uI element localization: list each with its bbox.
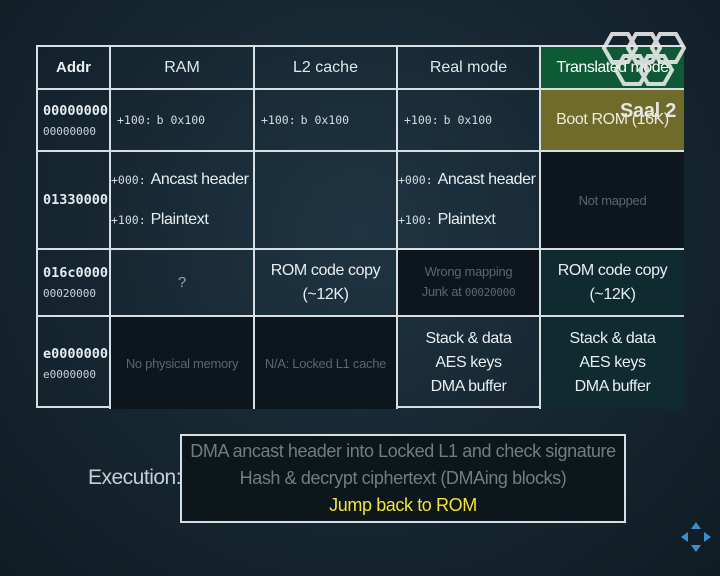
- execution-step-3: Jump back to ROM: [329, 495, 477, 515]
- real-row-3: Wrong mapping Junk at 00020000: [398, 250, 541, 317]
- ram-row-3: ?: [111, 250, 255, 317]
- addr-row-4: e0000000 e0000000: [38, 317, 111, 409]
- l2-row-4: N/A: Locked L1 cache: [255, 317, 398, 409]
- addr-row-2: 01330000: [38, 152, 111, 250]
- translated-row-4: Stack & data AES keys DMA buffer: [541, 317, 684, 409]
- ram-row-2: +000:Ancast header +100:Plaintext: [111, 152, 255, 250]
- navigation-arrows-icon[interactable]: [679, 520, 713, 554]
- real-row-1: +100:b 0x100: [398, 90, 541, 152]
- boot-rom-label: Boot ROM (16K): [556, 111, 669, 128]
- addr-physical: 00000000: [43, 124, 96, 138]
- execution-step-1: DMA ancast header into Locked L1 and che…: [190, 441, 616, 461]
- header-l2-cache: L2 cache: [255, 47, 398, 90]
- unknown-marker: ?: [177, 274, 187, 291]
- addr-physical: e0000000: [43, 367, 96, 381]
- l2-row-2: [255, 152, 398, 250]
- saal-label: Saal 2: [620, 100, 677, 122]
- header-real-mode: Real mode: [398, 47, 541, 90]
- addr-row-1: 00000000 00000000: [38, 90, 111, 152]
- addr-virtual: e0000000: [43, 345, 109, 362]
- ram-row-1: +100:b 0x100: [111, 90, 255, 152]
- addr-virtual: 00000000: [43, 102, 109, 119]
- ram-row-4: No physical memory: [111, 317, 255, 409]
- l2-row-1: +100:b 0x100: [255, 90, 398, 152]
- real-row-4: Stack & data AES keys DMA buffer: [398, 317, 541, 409]
- execution-steps: DMA ancast header into Locked L1 and che…: [180, 434, 626, 523]
- translated-row-3: ROM code copy (~12K): [541, 250, 684, 317]
- execution-step-2: Hash & decrypt ciphertext (DMAing blocks…: [239, 468, 567, 488]
- addr-row-3: 016c0000 00020000: [38, 250, 111, 317]
- l2-row-3: ROM code copy (~12K): [255, 250, 398, 317]
- addr-virtual: 01330000: [43, 192, 109, 208]
- memory-map-table: Addr RAM L2 cache Real mode Translated m…: [36, 45, 684, 409]
- real-row-2: +000:Ancast header +100:Plaintext: [398, 152, 541, 250]
- addr-virtual: 016c0000: [43, 265, 109, 281]
- ccc-logo-icon: [601, 32, 687, 86]
- execution-label: Execution:: [88, 466, 182, 489]
- header-ram: RAM: [111, 47, 255, 90]
- not-mapped-label: Not mapped: [578, 192, 647, 208]
- translated-row-2: Not mapped: [541, 152, 684, 250]
- translated-row-1: Boot ROM (16K): [541, 90, 684, 152]
- header-addr: Addr: [38, 47, 111, 90]
- addr-physical: 00020000: [43, 287, 96, 300]
